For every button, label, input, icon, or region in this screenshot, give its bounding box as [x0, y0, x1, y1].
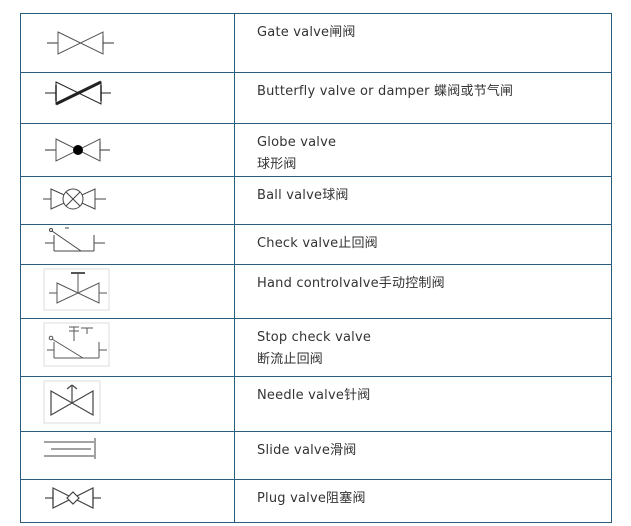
symbol-cell [20, 224, 235, 265]
table-row: Check valve止回阀 [20, 224, 612, 265]
valve-name-cn: 球形阀 [257, 157, 297, 172]
table-row: Plug valve阻塞阀 [20, 479, 612, 523]
slide-valve-icon [44, 438, 96, 459]
butterfly-valve-icon [45, 80, 111, 106]
symbol-cell [20, 376, 235, 432]
description-cell: Needle valve针阀 [234, 376, 612, 432]
description-cell: Hand controlvalve手动控制阀 [234, 264, 612, 319]
valve-name: Hand controlvalve手动控制阀 [257, 276, 445, 291]
description-cell: Check valve止回阀 [234, 224, 612, 265]
symbol-cell [20, 479, 235, 523]
description-cell: Slide valve滑阀 [234, 431, 612, 480]
valve-name: Butterfly valve or damper 蝶阀或节气闸 [257, 84, 514, 99]
valve-name: Stop check valve [257, 330, 372, 345]
symbol-cell [20, 264, 235, 319]
description-cell: Stop check valve 断流止回阀 [234, 318, 612, 377]
symbol-cell [20, 431, 235, 480]
table-row: Slide valve滑阀 [20, 431, 612, 480]
table-row: Globe valve 球形阀 [20, 123, 612, 177]
ball-valve-icon [43, 188, 106, 210]
description-cell: Gate valve闸阀 [234, 13, 612, 73]
table-row: Needle valve针阀 [20, 376, 612, 432]
table-row: Stop check valve 断流止回阀 [20, 318, 612, 377]
table-row: Butterfly valve or damper 蝶阀或节气闸 [20, 72, 612, 124]
valve-name-cn: 断流止回阀 [257, 352, 324, 367]
valve-name: Ball valve球阀 [257, 188, 349, 203]
symbol-cell [20, 13, 235, 73]
valve-name: Check valve止回阀 [257, 236, 378, 251]
symbol-cell [20, 176, 235, 225]
hand-control-valve-icon [43, 268, 110, 311]
gate-valve-icon [47, 31, 114, 55]
valve-name: Globe valve [257, 135, 337, 150]
description-cell: Ball valve球阀 [234, 176, 612, 225]
table-row: Gate valve闸阀 [20, 13, 612, 73]
valve-symbol-table: Gate valve闸阀 Butterfly valve or damper 蝶… [20, 13, 612, 523]
globe-valve-icon [45, 138, 110, 162]
valve-name: Gate valve闸阀 [257, 25, 356, 40]
valve-name: Plug valve阻塞阀 [257, 491, 366, 506]
table-row: Hand controlvalve手动控制阀 [20, 264, 612, 319]
description-cell: Plug valve阻塞阀 [234, 479, 612, 523]
valve-name: Slide valve滑阀 [257, 443, 357, 458]
check-valve-icon [45, 227, 105, 252]
stop-check-valve-icon [43, 322, 110, 367]
symbol-cell [20, 72, 235, 124]
plug-valve-icon [45, 487, 101, 509]
valve-name: Needle valve针阀 [257, 388, 371, 403]
symbol-cell [20, 318, 235, 377]
description-cell: Globe valve 球形阀 [234, 123, 612, 177]
table-row: Ball valve球阀 [20, 176, 612, 225]
symbol-cell [20, 123, 235, 177]
needle-valve-icon [43, 380, 101, 424]
description-cell: Butterfly valve or damper 蝶阀或节气闸 [234, 72, 612, 124]
